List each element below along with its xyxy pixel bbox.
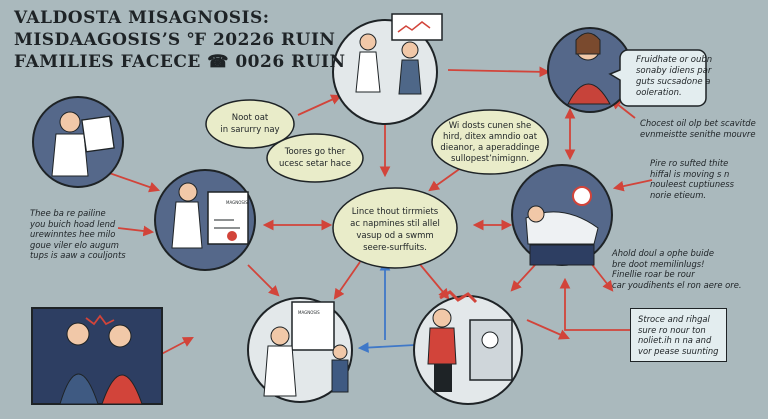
sign-label: MAGNOSIS [298,310,320,315]
bubble-center-line: Lince thout tirrmiets [352,207,439,217]
bubble-1-line: in sarurry nay [220,125,279,135]
bubble-2-line: Toores go ther [284,147,346,157]
arrow-left-note-to-doctor [117,225,155,237]
bubble-center-line: vasup od a swmm [356,231,433,241]
arrow-sick-down [510,264,536,292]
arrow-doctor-down [247,264,280,297]
bubble-center-line: seere-surffuits. [363,243,427,253]
bubble-top-right-line: sonaby idiens par [636,66,712,76]
page-title-line-2: MISDAAGOSISʼS ℉ 20226 RUIN [14,30,336,50]
bubble-2-line: ucesc setar hace [279,159,351,169]
scene-bottom-machine [413,290,523,405]
bubble-2: Toores go ther ucesc setar hace [266,133,364,183]
scene-right-patient [511,164,613,266]
scene-bottom-family [31,307,163,405]
bubble-center: Lince thout tirrmiets ac napmines stil al… [332,187,458,269]
whiteboard-label: MAGNOSIS [226,200,248,205]
bubble-3-line: Wi dosts cunen she [449,121,532,131]
arrow-to-lower-right [589,261,614,292]
arrow-to-top-doctor [297,94,342,116]
scene-left-doctor [32,96,124,188]
bubble-3-line: dieanor, a aperaddinge [440,143,539,153]
bubble-3-line: hird, ditex amndio oat [443,132,538,142]
blue-arrows [357,259,416,353]
arrow-to-box [526,319,570,340]
note-right-mid: Pire ro sufted thite hiffal is moving s … [650,158,735,200]
bubble-center-line: ac napmines stil allel [350,219,440,229]
connector-arrows [92,66,653,361]
bubble-top-right-line: guts sucsadone a [636,77,711,87]
note-right-box: Stroce and rihgal sure ro nour ton nolie… [630,308,727,362]
scene-bottom-doctor-child [247,297,353,403]
arrow-box-loop [559,277,630,331]
page-title-line-1: VALDOSTA MISAGNOSIS: [14,8,270,28]
arrow-sick-right [612,179,653,192]
arrow-top-to-right [447,66,551,78]
note-right-lower: Ahold doul a ophe buide bre doot memilin… [612,248,742,290]
arrow-center-down-left [333,261,361,300]
page-title-line-3: FAMILIES FACECE ☎ 0026 RUIN [14,52,346,72]
scene-top-doctors [332,13,443,125]
scene-top-right-woman [547,27,633,113]
arrow-blue-loop [357,342,416,353]
bubble-top-right-line: Fruidhate or oubn [636,55,712,65]
bubble-1: Noot oat in sarurry nay [205,99,295,149]
scene-mid-doctor-whiteboard [154,169,256,271]
arrow-center-down-right [417,261,450,300]
bubble-3-line: sullopestʼnimignn. [451,154,529,164]
note-right-upper: Chocest oil olp bet scavitde evnmeistte … [640,118,756,139]
bubble-top-right-line: ooleration. [636,88,682,98]
note-left: Thee ba re pailine you buich hoad lend u… [30,208,126,260]
bubble-1-line: Noot oat [232,113,269,123]
